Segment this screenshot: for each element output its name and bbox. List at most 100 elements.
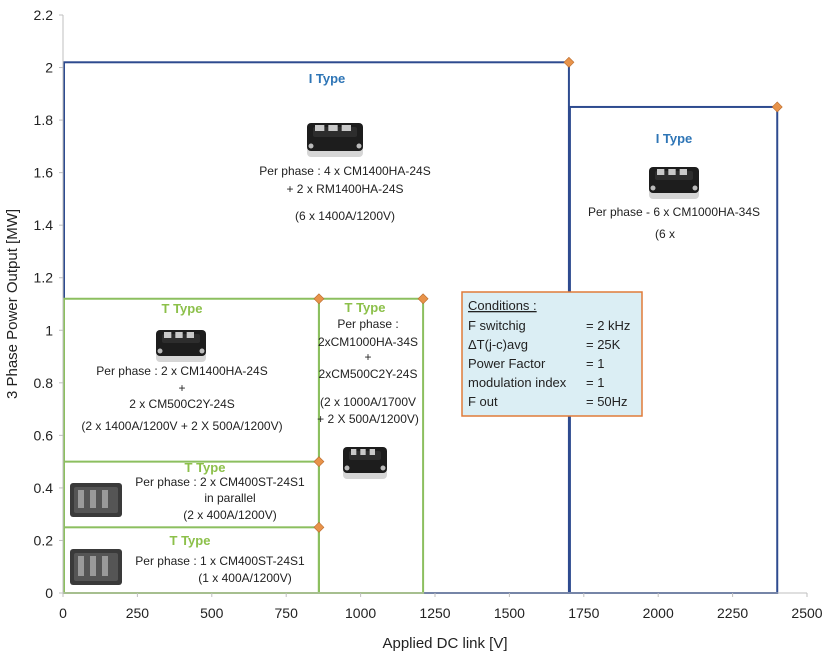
region-description-line: Per phase : 2 x CM400ST-24S1: [135, 475, 305, 489]
region-description-line: (6 x 1400A/1200V): [295, 209, 395, 223]
region-type-label: I Type: [656, 131, 693, 146]
corner-marker: [563, 56, 575, 68]
x-tick-label: 1750: [568, 605, 599, 621]
region-type-label: I Type: [309, 71, 346, 86]
conditions-title: Conditions :: [468, 298, 537, 313]
module-terminal: [679, 169, 687, 175]
condition-label: modulation index: [468, 375, 567, 390]
module-terminal: [102, 490, 108, 508]
module-screw: [344, 465, 350, 471]
region-description-line: 2xCM500C2Y-24S: [319, 367, 418, 381]
region-description-line: Per phase : 2 x CM1400HA-24S: [96, 364, 267, 378]
condition-label: Power Factor: [468, 356, 546, 371]
y-tick-label: 2: [45, 60, 53, 76]
y-tick-label: 0.8: [34, 375, 54, 391]
region-description-line: Per phase : 4 x CM1400HA-24S: [259, 164, 430, 178]
module-icons-layer: [70, 123, 699, 585]
y-tick-label: 0.2: [34, 532, 54, 548]
y-tick-label: 1.8: [34, 112, 54, 128]
module-screw: [356, 143, 362, 149]
igbt-module-icon: [70, 483, 122, 517]
x-tick-label: 2250: [717, 605, 748, 621]
condition-value: = 25K: [586, 337, 621, 352]
module-terminal: [657, 169, 665, 175]
region-description-line: (2 x 1000A/1700V: [320, 395, 416, 409]
region-description-line: +: [364, 350, 371, 364]
module-terminal: [315, 125, 325, 131]
module-terminal: [78, 490, 84, 508]
x-tick-label: 2500: [791, 605, 822, 621]
condition-value: = 50Hz: [586, 394, 628, 409]
x-tick-label: 250: [126, 605, 150, 621]
conditions-panel: [461, 291, 643, 417]
module-screw: [308, 143, 314, 149]
region-description-line: + 2 x RM1400HA-24S: [286, 182, 403, 196]
module-terminal: [78, 556, 84, 576]
y-tick-label: 1: [45, 322, 53, 338]
module-screw: [157, 348, 163, 354]
region-description-line: (2 x 1400A/1200V + 2 X 500A/1200V): [81, 419, 282, 433]
module-terminal: [186, 332, 194, 338]
module-screw: [692, 185, 698, 191]
y-tick-label: 0.4: [34, 480, 54, 496]
module-screw: [650, 185, 656, 191]
module-terminal: [328, 125, 338, 131]
region-description-line: Per phase : 1 x CM400ST-24S1: [135, 554, 305, 568]
region-description-line: (6 x: [655, 227, 675, 241]
x-tick-label: 0: [59, 605, 67, 621]
module-terminal: [351, 449, 357, 455]
condition-value: = 1: [586, 375, 604, 390]
region-description-line: in parallel: [204, 491, 255, 505]
y-tick-label: 1.2: [34, 270, 54, 286]
region-description-line: Per phase - 6 x CM1000HA-34S: [588, 205, 760, 219]
igbt-module-icon: [156, 330, 206, 362]
module-terminal: [164, 332, 172, 338]
corner-marker: [771, 101, 783, 113]
corner-marker: [417, 293, 429, 305]
region-description-line: + 2 X 500A/1200V): [317, 412, 419, 426]
region-type-label: T Type: [185, 460, 226, 475]
y-tick-label: 0.6: [34, 427, 54, 443]
module-screw: [380, 465, 386, 471]
module-terminal: [360, 449, 366, 455]
condition-label: F switchig: [468, 318, 526, 333]
y-tick-label: 0: [45, 585, 53, 601]
x-axis-title: Applied DC link [V]: [382, 635, 507, 652]
igbt-module-icon: [343, 447, 387, 479]
igbt-module-icon: [307, 123, 363, 157]
region-description-line: 2 x CM500C2Y-24S: [129, 397, 235, 411]
y-tick-label: 1.4: [34, 217, 54, 233]
corner-marker: [313, 456, 325, 468]
module-terminal: [175, 332, 183, 338]
module-terminal: [90, 490, 96, 508]
condition-value: = 1: [586, 356, 604, 371]
region-description-line: +: [178, 381, 185, 395]
x-tick-label: 1000: [345, 605, 376, 621]
x-tick-label: 1250: [419, 605, 450, 621]
condition-label: F out: [468, 394, 498, 409]
region-type-label: T Type: [345, 300, 386, 315]
region-description-line: (1 x 400A/1200V): [198, 571, 291, 585]
module-terminal: [341, 125, 351, 131]
region-type-label: T Type: [162, 301, 203, 316]
x-tick-label: 750: [275, 605, 299, 621]
corner-marker: [313, 521, 325, 533]
module-terminal: [102, 556, 108, 576]
igbt-module-icon: [70, 549, 122, 585]
region-type-label: T Type: [170, 533, 211, 548]
module-terminal: [668, 169, 676, 175]
region-description-line: (2 x 400A/1200V): [183, 508, 276, 522]
markers-layer: [313, 56, 783, 533]
corner-marker: [313, 293, 325, 305]
x-tick-label: 2000: [643, 605, 674, 621]
module-terminal: [369, 449, 375, 455]
region-description-line: Per phase :: [337, 317, 398, 331]
igbt-module-icon: [649, 167, 699, 199]
x-tick-label: 1500: [494, 605, 525, 621]
module-terminal: [90, 556, 96, 576]
y-axis-title: 3 Phase Power Output [MW]: [4, 209, 21, 399]
y-tick-label: 2.2: [34, 7, 54, 23]
